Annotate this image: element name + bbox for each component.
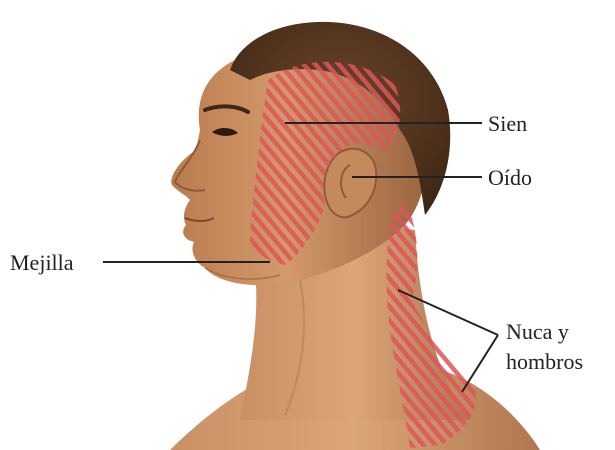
label-nape-line2: hombros	[506, 349, 583, 374]
label-nape-line1: Nuca y	[506, 319, 569, 344]
label-ear: Oído	[488, 165, 532, 190]
shoulder-leader-line	[462, 335, 498, 392]
label-temple: Sien	[488, 111, 527, 136]
label-cheek: Mejilla	[10, 250, 74, 275]
